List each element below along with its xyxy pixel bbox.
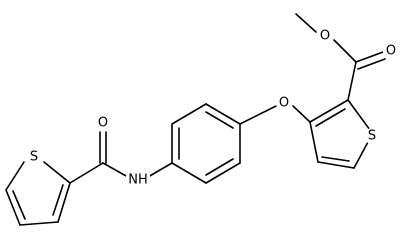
bond-n-carbonyl-c [102, 162, 129, 178]
bond-c2-s [347, 99, 371, 131]
bond-bz-d-e [171, 162, 207, 184]
bond-o-benzene [239, 105, 277, 125]
thiophene-ring-right [309, 99, 371, 169]
bond-lc5-lc4-inner [12, 190, 26, 220]
bond-c5-c4 [317, 161, 355, 169]
bond-s-lc5 [5, 161, 25, 191]
bond-bz-inner-3 [205, 158, 234, 176]
bond-c3-o [292, 105, 311, 123]
bond-methyl-o [295, 13, 317, 33]
bond-lc4-lc3 [19, 221, 59, 226]
atom-labels: O O S O O NH S [26, 28, 399, 188]
atom-o-ester-carbonyl: O [386, 44, 396, 59]
bond-lc2-s [43, 161, 71, 184]
ether-linkage [239, 105, 311, 125]
bond-benzene-n [147, 162, 173, 178]
bond-carbonyl-c-thiophene [69, 162, 104, 184]
atom-o-ether: O [279, 96, 289, 111]
bond-carbonyl-c-ring [347, 61, 357, 101]
bond-carbonyl-double-2 [357, 58, 386, 70]
bond-lc5-lc4 [5, 189, 21, 226]
atom-s-left: S [30, 150, 38, 165]
bond-lc3-lc2-inner [52, 184, 64, 216]
bond-c3-c2-inner [315, 108, 346, 127]
bond-c4-c3 [309, 121, 319, 163]
atom-nh: NH [128, 173, 148, 188]
thiophene-ring-left [5, 161, 71, 226]
amide-linkage [69, 131, 173, 184]
bond-bz-a-b [205, 103, 241, 125]
bond-c5-c4-inner [321, 156, 350, 162]
bond-bz-e-f [205, 162, 241, 184]
bond-lc3-lc2 [57, 182, 71, 223]
benzene-ring [171, 103, 241, 184]
atom-s-right: S [368, 129, 376, 144]
bond-carbonyl-double-1 [355, 51, 384, 63]
bond-o-carbonyl-c [333, 39, 357, 63]
bond-s-c5 [353, 141, 369, 169]
bond-c3-c2 [309, 99, 349, 123]
methyl-ester-group [295, 13, 386, 101]
atom-o-amide: O [98, 116, 108, 131]
atom-o-methoxy: O [320, 29, 330, 44]
bond-bz-b-c [171, 103, 207, 125]
bond-bz-inner-1 [205, 111, 234, 129]
